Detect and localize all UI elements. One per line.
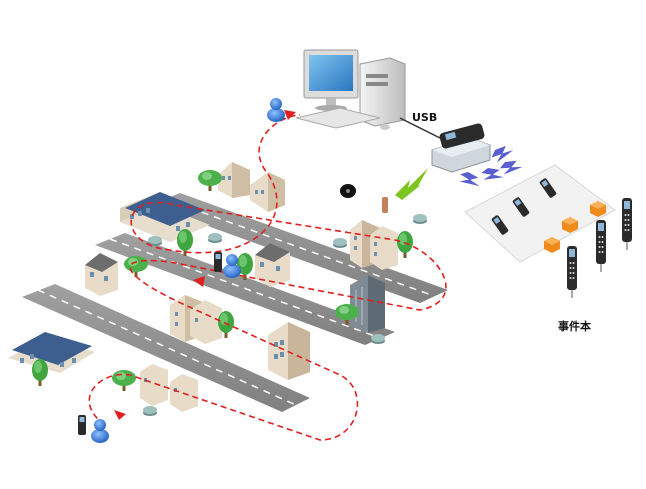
building-campus-bottom-left <box>8 332 95 373</box>
data-link-signal-icon <box>395 168 428 200</box>
usb-cable <box>399 117 441 139</box>
building-highrise-center <box>268 322 310 380</box>
building-tower-center <box>350 220 398 270</box>
device-panel <box>464 164 616 263</box>
road-bottom <box>22 284 310 412</box>
checkpoint-button-icon <box>340 184 356 198</box>
road-top <box>150 193 448 303</box>
usb-reader-base-icon <box>431 123 491 173</box>
building-apartments-top <box>218 162 285 212</box>
route-arrows <box>114 110 296 420</box>
desktop-computer-icon <box>295 49 406 130</box>
building-apartments-center <box>170 295 222 344</box>
event-book-label: 事件本 <box>558 319 591 333</box>
patrol-route <box>88 114 447 441</box>
building-houses-mid-left <box>85 253 118 296</box>
building-houses-mid <box>255 243 290 287</box>
road-middle <box>95 233 395 345</box>
building-office-tower-right <box>350 275 385 333</box>
patrol-stick-icon <box>78 197 388 435</box>
usb-label: USB <box>412 111 437 124</box>
